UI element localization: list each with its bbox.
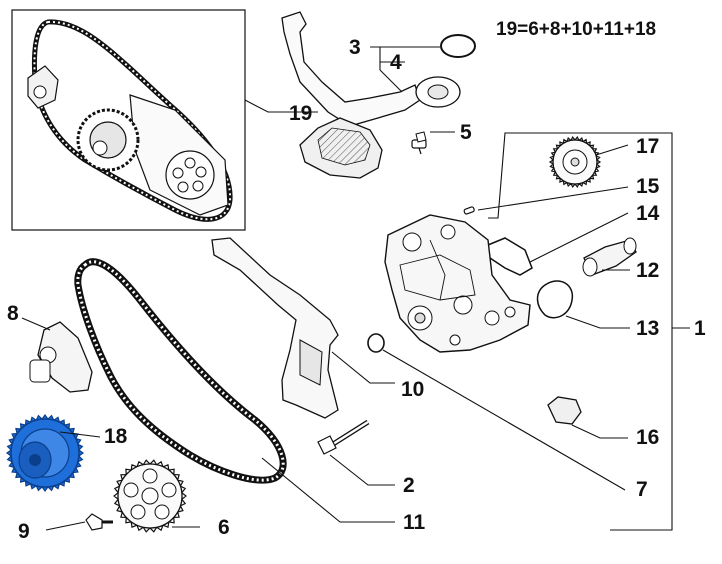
callout-3: 3 — [349, 36, 361, 59]
callout-1: 1 — [694, 317, 706, 340]
screw-part-9 — [85, 513, 113, 531]
callout-16: 16 — [636, 426, 659, 449]
callout-13: 13 — [636, 317, 659, 340]
callout-10: 10 — [401, 378, 424, 401]
screw-part-5 — [411, 131, 427, 155]
pin-part-15 — [463, 206, 475, 215]
callout-19: 19 — [289, 102, 312, 125]
gasket-part-13 — [536, 280, 574, 319]
callout-8: 8 — [7, 302, 19, 325]
oil-pickup-pipe — [281, 11, 476, 179]
callout-17: 17 — [636, 135, 659, 158]
leader-lines — [21, 46, 690, 531]
gear-part-17 — [548, 135, 602, 189]
callout-15: 15 — [636, 175, 660, 198]
callout-2: 2 — [403, 474, 415, 497]
belt-guide-part-10 — [211, 237, 339, 419]
pickup-tube — [281, 11, 421, 127]
kit-formula: 19=6+8+10+11+18 — [496, 19, 656, 40]
cam-sprocket-part-6 — [113, 459, 187, 533]
crank-sprocket-part-18 — [5, 413, 85, 493]
inset-belt-teeth — [33, 20, 232, 221]
timing-belt-part-11 — [74, 258, 287, 484]
gasket-part-14 — [487, 237, 533, 276]
callout-6: 6 — [218, 516, 230, 539]
o-ring-part-7 — [367, 333, 385, 353]
seal-ring-part-4 — [440, 34, 476, 58]
callout-4: 4 — [390, 51, 402, 74]
callout-labels: 19=6+8+10+11+18 19 3 4 5 17 15 14 12 13 … — [7, 19, 706, 543]
callout-14: 14 — [636, 202, 660, 225]
relief-valve-part-12 — [582, 237, 637, 277]
inset-timing-assembly — [11, 9, 246, 231]
bracket-part-16 — [547, 396, 582, 425]
bolt-part-2 — [317, 419, 370, 455]
tensioner-part-8 — [29, 321, 93, 393]
callout-7: 7 — [636, 478, 648, 501]
callout-18: 18 — [104, 425, 128, 448]
callout-11: 11 — [403, 511, 426, 534]
callout-9: 9 — [18, 520, 30, 543]
callout-12: 12 — [636, 259, 659, 282]
callout-5: 5 — [460, 121, 472, 144]
oil-pump-body-part-1 — [384, 214, 531, 353]
